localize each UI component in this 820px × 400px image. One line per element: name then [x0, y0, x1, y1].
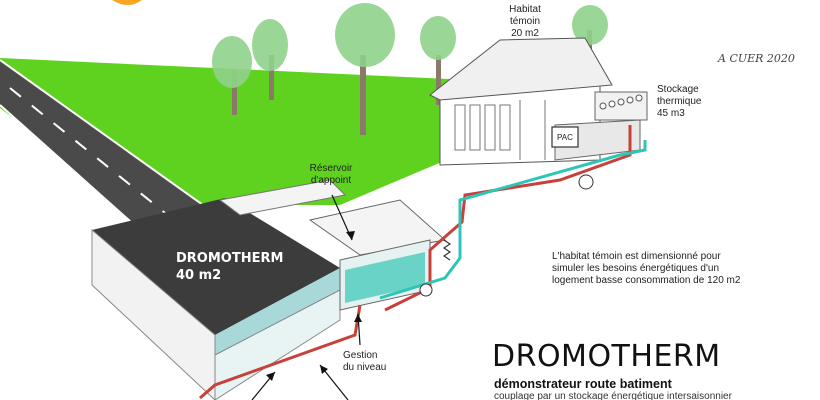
artist-signature: A CUER 2020 [718, 52, 795, 65]
cold-pipe [379, 140, 647, 300]
road-edge-line [0, 104, 141, 231]
label-stockage: Stockage thermique 45 m3 [657, 84, 702, 119]
tree-icon [252, 19, 288, 100]
page-subtitle: démonstrateur route batiment [494, 377, 672, 391]
pump-icon [578, 174, 594, 190]
label-dromotherm-area: 40 m2 [176, 268, 222, 283]
arrow-head [266, 372, 275, 381]
label-habitat: Habitat témoin 20 m2 [509, 4, 541, 39]
road-center-line [9, 87, 181, 226]
page-title: DROMOTHERM [492, 339, 721, 374]
tree-icon [420, 16, 456, 105]
sun-fragment [112, 0, 142, 5]
label-gestion: Gestion du niveau [343, 350, 387, 373]
description-text: L'habitat témoin est dimensionné pour si… [552, 251, 741, 286]
heat-exchanger-icon [442, 239, 452, 261]
arrow-head [354, 314, 362, 322]
page-subtitle-2: couplage par un stockage énergétique int… [494, 391, 732, 400]
label-reservoir: Réservoir d'appoint [309, 163, 353, 186]
tree-icon [335, 3, 395, 135]
road-edge-line [0, 59, 239, 231]
reservoir-appoint [308, 199, 447, 311]
label-dromotherm-name: DROMOTHERM [176, 251, 284, 266]
arrow-head [346, 231, 355, 240]
dromotherm-slab [91, 179, 347, 400]
pump-icon [419, 283, 433, 297]
label-pac: PAC [557, 133, 573, 142]
pac-unit [551, 126, 579, 148]
tree-icon [212, 36, 252, 115]
arrow-head [320, 365, 328, 374]
